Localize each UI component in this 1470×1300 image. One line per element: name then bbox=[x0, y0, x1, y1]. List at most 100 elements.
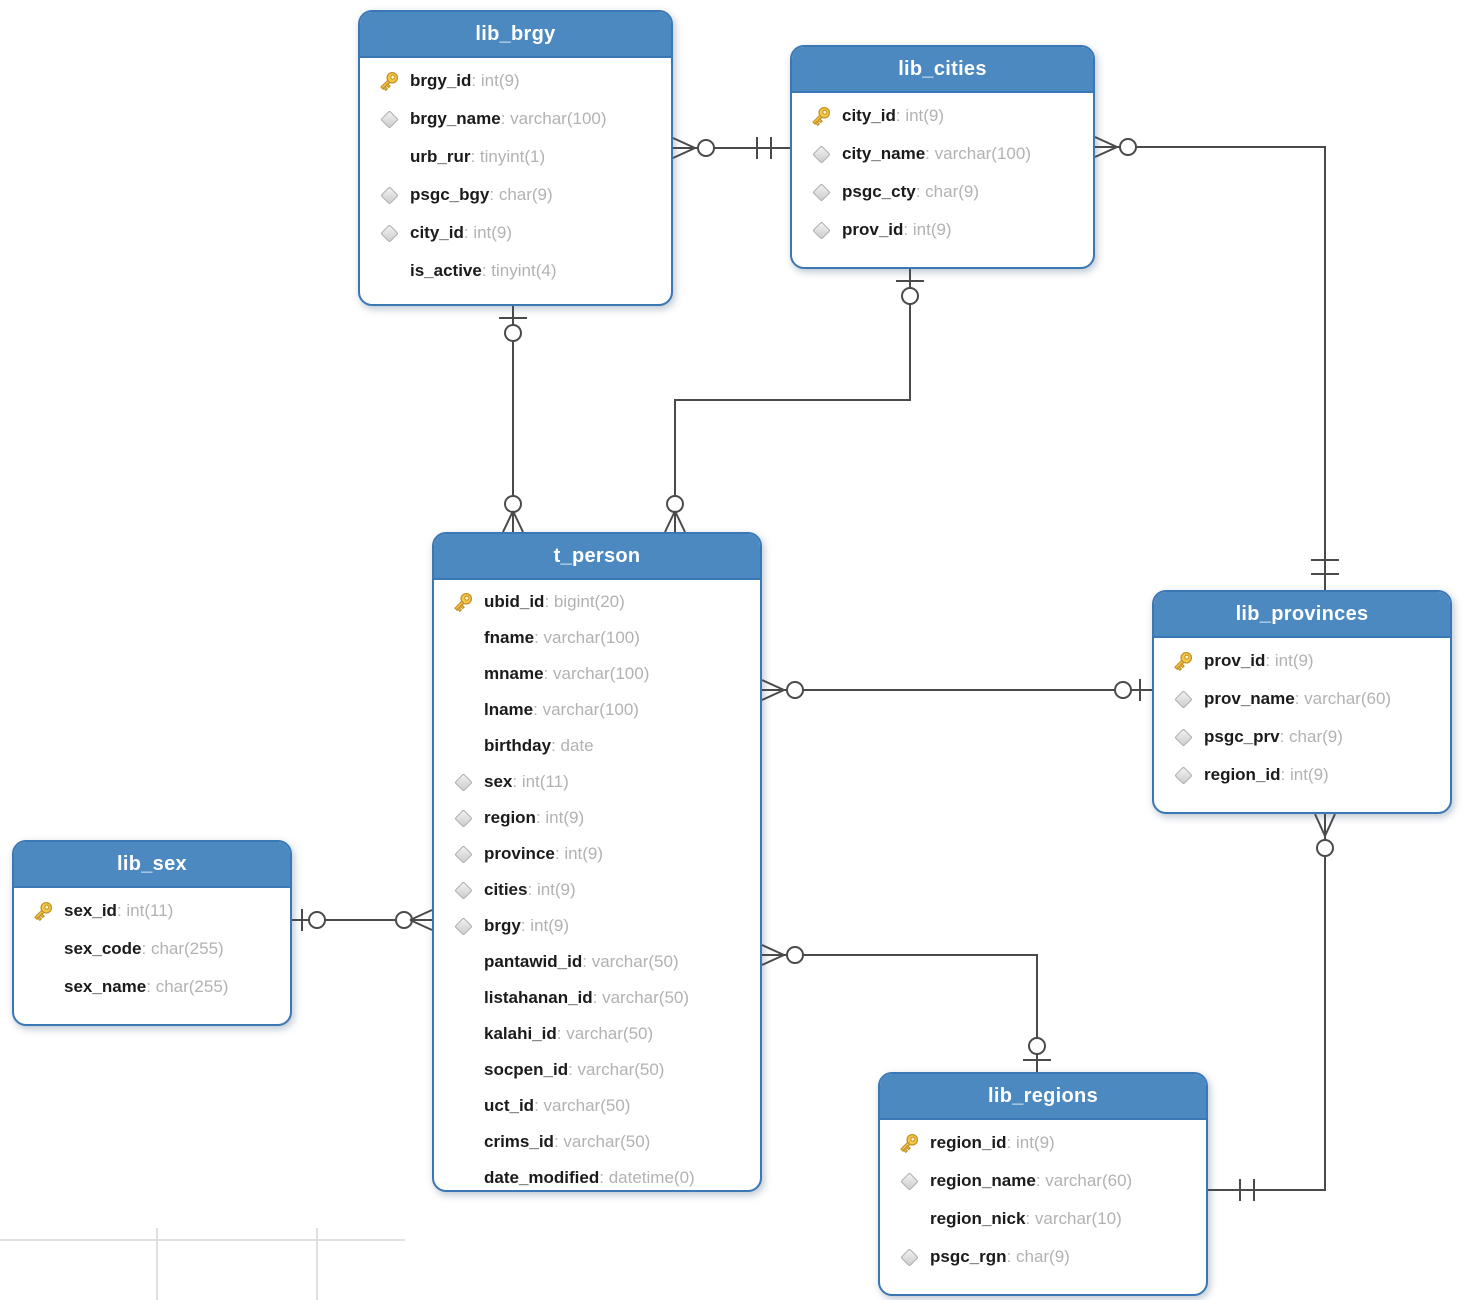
field-row-t_person-brgy[interactable]: brgyint(9) bbox=[442, 908, 754, 944]
field-row-t_person-province[interactable]: provinceint(9) bbox=[442, 836, 754, 872]
foreign-key-diamond-icon bbox=[1162, 765, 1204, 785]
key-icon bbox=[888, 1131, 930, 1155]
field-row-lib_cities-prov_id[interactable]: prov_idint(9) bbox=[800, 211, 1087, 249]
table-lib_brgy[interactable]: lib_brgy brgy_idint(9)brgy_namevarchar(10… bbox=[358, 10, 673, 306]
table-lib_provinces[interactable]: lib_provincesprov_idint(9)prov_namevarch… bbox=[1152, 590, 1452, 814]
field-row-lib_provinces-prov_id[interactable]: prov_idint(9) bbox=[1162, 642, 1444, 680]
field-row-t_person-birthday[interactable]: birthdaydate bbox=[442, 728, 754, 764]
diamond-glyph bbox=[899, 1247, 919, 1267]
field-type: int(9) bbox=[1265, 651, 1314, 671]
field-row-t_person-socpen_id[interactable]: socpen_idvarchar(50) bbox=[442, 1052, 754, 1088]
table-lib_regions[interactable]: lib_regions region_idint(9)region_namevar… bbox=[878, 1072, 1208, 1296]
field-row-t_person-cities[interactable]: citiesint(9) bbox=[442, 872, 754, 908]
table-header-lib_cities[interactable]: lib_cities bbox=[792, 47, 1093, 93]
field-row-lib_regions-region_id[interactable]: region_idint(9) bbox=[888, 1124, 1200, 1162]
field-row-t_person-listahanan_id[interactable]: listahanan_idvarchar(50) bbox=[442, 980, 754, 1016]
table-header-t_person[interactable]: t_person bbox=[434, 534, 760, 580]
field-row-lib_provinces-prov_name[interactable]: prov_namevarchar(60) bbox=[1162, 680, 1444, 718]
field-row-lib_sex-sex_code[interactable]: sex_codechar(255) bbox=[22, 930, 284, 968]
field-name: prov_id bbox=[842, 220, 904, 239]
field-row-lib_cities-city_id[interactable]: city_idint(9) bbox=[800, 97, 1087, 135]
diamond-glyph bbox=[1173, 689, 1193, 709]
field-row-t_person-mname[interactable]: mnamevarchar(100) bbox=[442, 656, 754, 692]
field-row-t_person-sex[interactable]: sexint(11) bbox=[442, 764, 754, 800]
diamond-glyph bbox=[1173, 727, 1193, 747]
field-name: psgc_cty bbox=[842, 182, 916, 201]
field-type: int(9) bbox=[1281, 765, 1329, 785]
key-icon bbox=[442, 590, 484, 614]
field-name: sex_code bbox=[64, 939, 142, 958]
table-header-lib_provinces[interactable]: lib_provinces bbox=[1154, 592, 1450, 638]
key-icon bbox=[368, 69, 410, 93]
table-body-lib_sex: sex_idint(11)sex_codechar(255)sex_namech… bbox=[14, 888, 290, 1006]
field-row-t_person-crims_id[interactable]: crims_idvarchar(50) bbox=[442, 1124, 754, 1160]
foreign-key-diamond-icon bbox=[442, 844, 484, 864]
field-type: char(9) bbox=[1280, 727, 1343, 747]
field-name: psgc_rgn bbox=[930, 1247, 1007, 1266]
field-row-t_person-fname[interactable]: fnamevarchar(100) bbox=[442, 620, 754, 656]
field-type: char(9) bbox=[916, 182, 979, 202]
foreign-key-diamond-icon bbox=[368, 185, 410, 205]
relationship-brgy-person bbox=[499, 306, 527, 533]
field-name: urb_rur bbox=[410, 147, 471, 166]
field-row-t_person-date_modified[interactable]: date_modifieddatetime(0) bbox=[442, 1160, 754, 1190]
field-row-lib_sex-sex_name[interactable]: sex_namechar(255) bbox=[22, 968, 284, 1006]
table-t_person[interactable]: t_person ubid_idbigint(20)fnamevarchar(10… bbox=[432, 532, 762, 1192]
field-row-t_person-kalahi_id[interactable]: kalahi_idvarchar(50) bbox=[442, 1016, 754, 1052]
field-name: sex_name bbox=[64, 977, 147, 996]
field-type: varchar(100) bbox=[533, 700, 639, 720]
field-name: psgc_bgy bbox=[410, 185, 490, 204]
field-name: sex bbox=[484, 772, 513, 791]
field-name: sex_id bbox=[64, 901, 117, 920]
diamond-glyph bbox=[379, 185, 399, 205]
field-name: lname bbox=[484, 700, 534, 719]
field-row-lib_brgy-urb_rur[interactable]: urb_rurtinyint(1) bbox=[368, 138, 665, 176]
table-lib_cities[interactable]: lib_cities city_idint(9)city_namevarchar(… bbox=[790, 45, 1095, 269]
field-type: char(255) bbox=[146, 977, 229, 997]
diamond-glyph bbox=[1173, 765, 1193, 785]
field-name: kalahi_id bbox=[484, 1024, 557, 1043]
field-row-lib_brgy-is_active[interactable]: is_activetinyint(4) bbox=[368, 252, 665, 290]
foreign-key-diamond-icon bbox=[368, 109, 410, 129]
field-row-t_person-ubid_id[interactable]: ubid_idbigint(20) bbox=[442, 584, 754, 620]
field-row-lib_cities-psgc_cty[interactable]: psgc_ctychar(9) bbox=[800, 173, 1087, 211]
field-row-lib_brgy-brgy_name[interactable]: brgy_namevarchar(100) bbox=[368, 100, 665, 138]
field-row-lib_regions-region_nick[interactable]: region_nickvarchar(10) bbox=[888, 1200, 1200, 1238]
field-type: int(9) bbox=[1007, 1133, 1055, 1153]
relationship-person-regions bbox=[761, 944, 1051, 1072]
field-name: psgc_prv bbox=[1204, 727, 1280, 746]
field-name: prov_id bbox=[1204, 651, 1266, 670]
table-lib_sex[interactable]: lib_sexsex_idint(11)sex_codechar(255)sex… bbox=[12, 840, 292, 1026]
table-header-lib_brgy[interactable]: lib_brgy bbox=[360, 12, 671, 58]
field-name: mname bbox=[484, 664, 544, 683]
field-row-lib_provinces-region_id[interactable]: region_idint(9) bbox=[1162, 756, 1444, 794]
diamond-glyph bbox=[899, 1171, 919, 1191]
field-row-t_person-uct_id[interactable]: uct_idvarchar(50) bbox=[442, 1088, 754, 1124]
field-name: crims_id bbox=[484, 1132, 554, 1151]
field-type: int(11) bbox=[512, 772, 569, 792]
foreign-key-diamond-icon bbox=[442, 772, 484, 792]
field-row-t_person-region[interactable]: regionint(9) bbox=[442, 800, 754, 836]
field-row-lib_brgy-city_id[interactable]: city_idint(9) bbox=[368, 214, 665, 252]
field-row-lib_brgy-brgy_id[interactable]: brgy_idint(9) bbox=[368, 62, 665, 100]
field-type: int(9) bbox=[521, 916, 569, 936]
field-row-lib_regions-psgc_rgn[interactable]: psgc_rgnchar(9) bbox=[888, 1238, 1200, 1276]
table-header-lib_sex[interactable]: lib_sex bbox=[14, 842, 290, 888]
field-row-t_person-pantawid_id[interactable]: pantawid_idvarchar(50) bbox=[442, 944, 754, 980]
field-name: pantawid_id bbox=[484, 952, 583, 971]
field-row-t_person-lname[interactable]: lnamevarchar(100) bbox=[442, 692, 754, 728]
field-row-lib_regions-region_name[interactable]: region_namevarchar(60) bbox=[888, 1162, 1200, 1200]
foreign-key-diamond-icon bbox=[800, 220, 842, 240]
field-type: int(9) bbox=[555, 844, 603, 864]
field-row-lib_provinces-psgc_prv[interactable]: psgc_prvchar(9) bbox=[1162, 718, 1444, 756]
table-header-lib_regions[interactable]: lib_regions bbox=[880, 1074, 1206, 1120]
field-type: varchar(100) bbox=[925, 144, 1031, 164]
foreign-key-diamond-icon bbox=[888, 1247, 930, 1267]
field-row-lib_sex-sex_id[interactable]: sex_idint(11) bbox=[22, 892, 284, 930]
field-type: date bbox=[551, 736, 594, 756]
primary-key-icon bbox=[900, 1133, 919, 1154]
field-row-lib_cities-city_name[interactable]: city_namevarchar(100) bbox=[800, 135, 1087, 173]
field-row-lib_brgy-psgc_bgy[interactable]: psgc_bgychar(9) bbox=[368, 176, 665, 214]
field-name: birthday bbox=[484, 736, 552, 755]
